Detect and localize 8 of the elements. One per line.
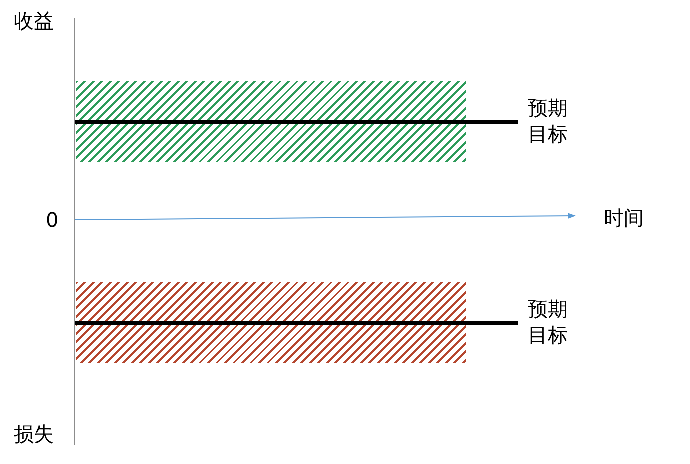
axis-label: 时间 [604, 205, 644, 231]
axis-label: 收益 [14, 8, 54, 34]
hatched-band [76, 282, 466, 363]
target-label: 预期目标 [528, 296, 569, 348]
target-label: 预期目标 [528, 95, 569, 147]
axis-label: 0 [46, 207, 59, 233]
axis-label: 损失 [14, 421, 54, 447]
hatched-band [76, 81, 466, 162]
